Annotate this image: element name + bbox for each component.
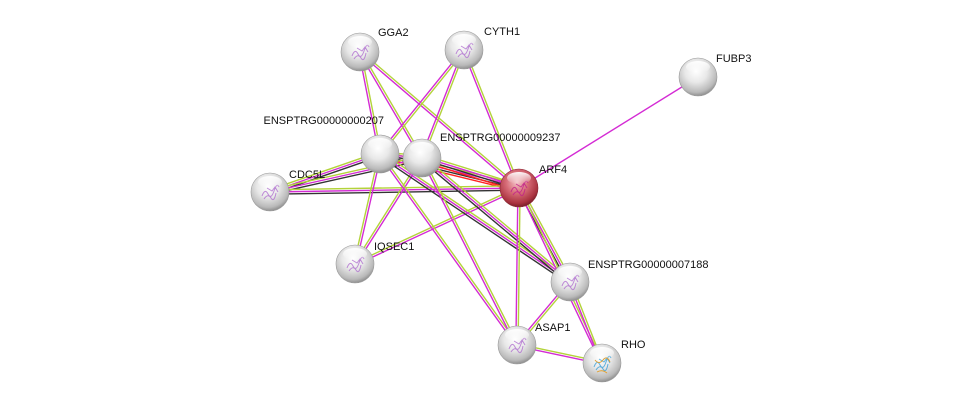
- edge-line-experiments: [355, 188, 520, 266]
- protein-structure-icon: [594, 357, 611, 374]
- edge-line-experiments: [269, 187, 520, 193]
- node-label-n7188: ENSPTRG00000007188: [588, 259, 708, 271]
- node-cdc5l[interactable]: [250, 172, 290, 212]
- node-label-arf4: ARF4: [539, 164, 567, 176]
- edge-line-textmining: [422, 50, 466, 159]
- edge-line-coexpression: [270, 189, 520, 195]
- node-label-asap1: ASAP1: [535, 322, 570, 334]
- edge-N9237-N7188[interactable]: [420, 155, 572, 285]
- node-highlight: [507, 172, 531, 184]
- node-fubp3[interactable]: [678, 57, 718, 97]
- node-highlight: [410, 142, 434, 154]
- edge-line-textmining: [269, 151, 380, 191]
- edge-line-experiments: [355, 158, 424, 265]
- edge-line-experiments: [420, 49, 464, 158]
- labels-layer: GGA2 CYTH1FUBP3ENSPTRG00000000207ENSPTRG0…: [264, 26, 752, 351]
- node-label-gga2: GGA2: [378, 27, 409, 39]
- edge-ARF4-ASAP1[interactable]: [515, 187, 521, 346]
- edge-line-experiments: [358, 52, 422, 159]
- edge-line-experiments: [358, 52, 519, 190]
- node-highlight: [368, 138, 392, 150]
- node-highlight: [686, 61, 710, 73]
- edge-line-experiments: [462, 50, 519, 189]
- edge-line-coexpression: [378, 155, 570, 285]
- edge-line-experiments: [515, 187, 519, 345]
- node-asap1[interactable]: [497, 325, 537, 365]
- node-label-iqsec1: IQSEC1: [374, 241, 414, 253]
- edge-line-experiments: [379, 153, 571, 283]
- edge-line-textmining: [517, 188, 521, 346]
- node-highlight: [348, 36, 372, 48]
- edge-line-coexpression: [420, 159, 570, 285]
- node-highlight: [452, 34, 476, 46]
- node-label-cyth1: CYTH1: [484, 26, 520, 38]
- node-n7188[interactable]: [550, 262, 590, 302]
- node-label-n207: ENSPTRG00000000207: [264, 115, 384, 127]
- edge-GGA2-N9237[interactable]: [358, 51, 424, 159]
- edges-layer: [269, 48, 699, 365]
- edge-line-textmining: [269, 185, 519, 191]
- edge-line-experiments: [420, 158, 517, 346]
- edge-N207-ASAP1[interactable]: [378, 152, 519, 347]
- edge-CYTH1-N207[interactable]: [378, 48, 466, 156]
- nodes-layer: [250, 30, 718, 383]
- edge-CYTH1-N9237[interactable]: [420, 49, 466, 159]
- node-highlight: [343, 248, 367, 260]
- edge-line-textmining: [422, 155, 572, 281]
- node-gga2[interactable]: [340, 32, 380, 72]
- node-highlight: [505, 329, 529, 341]
- edge-line-textmining: [380, 152, 519, 345]
- node-label-cdc5l: CDC5L: [289, 169, 325, 181]
- node-rho[interactable]: [582, 343, 622, 383]
- edge-line-textmining: [380, 50, 466, 156]
- node-cyth1[interactable]: [444, 30, 484, 70]
- edge-line-textmining: [464, 49, 521, 188]
- node-label-fubp3: FUBP3: [716, 53, 751, 65]
- node-label-rho: RHO: [621, 339, 646, 351]
- edge-line-textmining: [360, 50, 521, 188]
- node-arf4[interactable]: [499, 168, 539, 208]
- node-n9237[interactable]: [402, 138, 442, 178]
- edge-line-experiments: [378, 48, 464, 154]
- edge-GGA2-ARF4[interactable]: [358, 50, 521, 190]
- edge-CYTH1-ARF4[interactable]: [462, 49, 521, 189]
- edge-line-experiments: [518, 76, 699, 189]
- edge-line-experiments: [421, 157, 571, 283]
- edge-line-experiments: [378, 154, 517, 347]
- node-label-n9237: ENSPTRG00000009237: [440, 132, 560, 144]
- edge-line-textmining: [360, 51, 424, 158]
- node-highlight: [558, 266, 582, 278]
- edge-line-textmining: [422, 157, 519, 345]
- edge-line-textmining: [354, 186, 519, 264]
- edge-CDC5L-ARF4[interactable]: [269, 185, 520, 195]
- edge-IQSEC1-ARF4[interactable]: [354, 186, 520, 266]
- node-highlight: [258, 176, 282, 188]
- edge-N9237-ASAP1[interactable]: [420, 157, 519, 346]
- node-iqsec1[interactable]: [335, 244, 375, 284]
- edge-FUBP3-ARF4[interactable]: [518, 76, 699, 189]
- node-highlight: [590, 347, 614, 359]
- node-n207[interactable]: [360, 134, 400, 174]
- edge-IQSEC1-N9237[interactable]: [353, 157, 424, 265]
- edge-line-textmining: [353, 157, 422, 264]
